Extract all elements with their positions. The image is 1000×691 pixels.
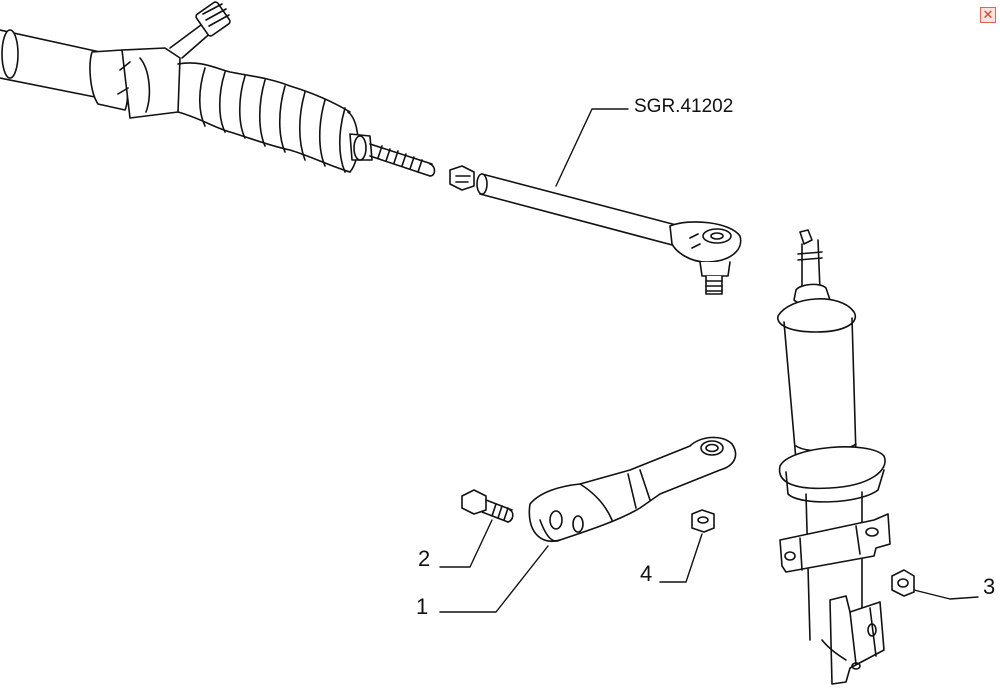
leader-sgr	[555, 108, 629, 187]
close-icon: ✕	[982, 7, 994, 23]
callout-2-label: 2	[418, 546, 431, 571]
bolt	[461, 489, 514, 523]
callout-3-label: 3	[983, 574, 996, 599]
part-number-label: SGR.41202	[634, 96, 734, 117]
shock-absorber-strut	[777, 229, 891, 685]
leader-3	[913, 589, 979, 600]
nut-strut	[891, 569, 915, 597]
close-button[interactable]: ✕	[980, 7, 996, 23]
callout-4-label: 4	[640, 561, 653, 586]
tie-rod	[476, 173, 742, 295]
leader-4	[659, 533, 703, 583]
callout-1-label: 1	[416, 594, 429, 619]
leader-1	[439, 545, 549, 613]
leader-2	[439, 519, 493, 568]
tie-rod-nut	[449, 165, 475, 191]
steering-rack	[0, 1, 436, 177]
nut-small	[691, 509, 715, 533]
leader-lines	[439, 108, 979, 613]
steering-arm	[528, 436, 737, 543]
